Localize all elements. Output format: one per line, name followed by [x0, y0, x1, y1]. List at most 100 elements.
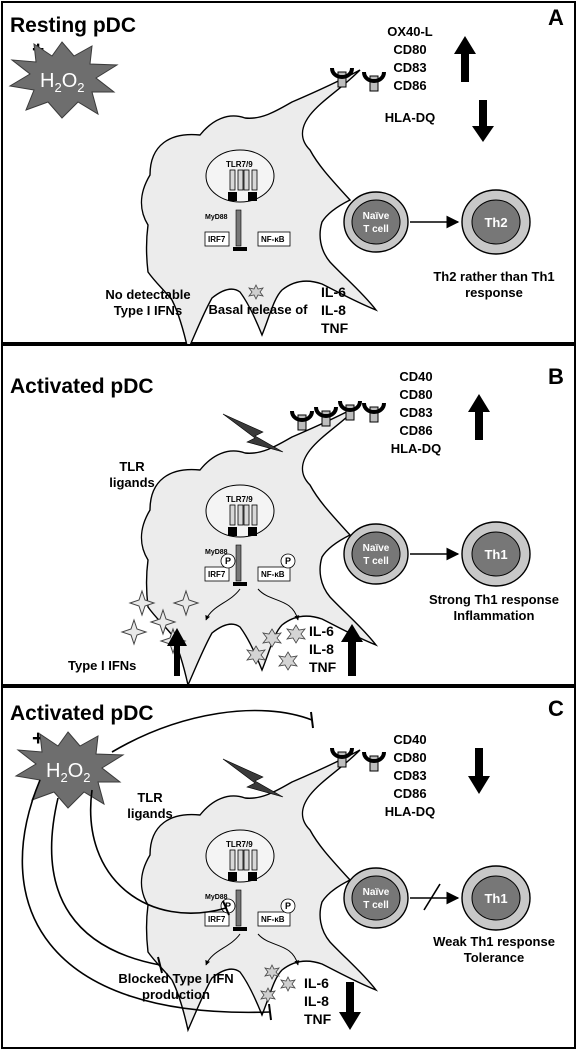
svg-text:P: P	[285, 556, 291, 566]
panel-b-title: Activated pDC	[10, 375, 154, 398]
marker-c-1: CD40	[393, 732, 426, 747]
up-arrow	[454, 36, 476, 82]
marker-up-3: CD83	[393, 60, 426, 75]
irf7-box	[204, 231, 230, 247]
response-a-1: Th2 rather than Th1	[433, 269, 554, 284]
svg-text:T cell: T cell	[363, 224, 389, 235]
cyt-b-1: IL-6	[309, 623, 334, 639]
svg-text:T cell: T cell	[363, 556, 389, 567]
tlr-ligands-b-2: ligands	[109, 475, 155, 490]
th1-cell-c: Th1	[461, 865, 531, 931]
panel-b: B Activated pDC TLR7/9 MyD88	[1, 344, 576, 686]
panel-a: A Resting pDC + H2O2 TLR7/9 MyD88 IRF7 N…	[1, 1, 576, 351]
marker-up-2: CD80	[393, 42, 426, 57]
ifn-a-1: No detectable	[105, 287, 190, 302]
panel-b-letter: B	[548, 364, 564, 389]
up-arrow	[468, 394, 490, 440]
cyt-a-3: TNF	[321, 320, 349, 336]
marker-b-3: CD83	[399, 405, 432, 420]
inhibit-markers	[111, 709, 313, 753]
svg-text:Th1: Th1	[484, 891, 507, 906]
response-c-1: Weak Th1 response	[433, 934, 555, 949]
marker-b-1: CD40	[399, 369, 432, 384]
panel-a-title: Resting pDC	[10, 14, 136, 37]
svg-text:TLR7/9: TLR7/9	[226, 495, 253, 504]
down-arrow	[468, 748, 490, 794]
marker-down-1: HLA-DQ	[385, 110, 436, 125]
response-b-2: Inflammation	[454, 608, 535, 623]
cytokine-down-arrow	[339, 982, 361, 1030]
marker-c-4: CD86	[393, 786, 426, 801]
inhibit-cytokines	[21, 779, 271, 1014]
naive-tcell-a: Naïve T cell	[343, 191, 409, 253]
basal-release: Basal release of	[208, 302, 308, 317]
nfkb-box	[257, 231, 291, 247]
svg-text:NF-κB: NF-κB	[261, 570, 285, 579]
svg-text:P: P	[225, 901, 231, 911]
ifn-c-2: production	[142, 987, 210, 1002]
svg-text:Naïve: Naïve	[363, 887, 390, 898]
svg-text:TLR7/9: TLR7/9	[226, 840, 253, 849]
cyt-c-2: IL-8	[304, 993, 329, 1009]
svg-text:IRF7: IRF7	[208, 570, 226, 579]
th2-cell: Th2	[461, 189, 531, 255]
cyt-b-2: IL-8	[309, 641, 334, 657]
marker-c-3: CD83	[393, 768, 426, 783]
naive-tcell-b: Naïve T cell	[343, 523, 409, 585]
marker-b-4: CD86	[399, 423, 432, 438]
cyt-b-3: TNF	[309, 659, 337, 675]
h2o2-burst-a: H2O2	[9, 41, 118, 119]
response-a-2: response	[465, 285, 523, 300]
blocked-slash	[423, 883, 441, 911]
svg-text:Naïve: Naïve	[363, 211, 390, 222]
svg-text:Th2: Th2	[484, 215, 507, 230]
receptor-label: TLR7/9	[226, 160, 253, 169]
ifn-a-2: Type I IFNs	[114, 303, 182, 318]
panel-c-letter: C	[548, 696, 564, 721]
tlr-ligands-c-2: ligands	[127, 806, 173, 821]
myd88	[235, 209, 242, 247]
response-c-2: Tolerance	[464, 950, 524, 965]
myd88-label: MyD88	[205, 214, 228, 221]
h2o2-burst-c: H2O2	[15, 731, 124, 809]
inhibit-ifn	[50, 797, 161, 966]
tlr-ligands-c-1: TLR	[137, 790, 163, 805]
cyt-c-1: IL-6	[304, 975, 329, 991]
svg-text:P: P	[225, 556, 231, 566]
marker-b-2: CD80	[399, 387, 432, 402]
ifn-up-arrow	[167, 628, 187, 676]
panel-c: C Activated pDC + H2O2	[1, 686, 576, 1049]
svg-text:Th1: Th1	[484, 547, 507, 562]
svg-text:IRF7: IRF7	[208, 235, 226, 244]
svg-text:T cell: T cell	[363, 900, 389, 911]
svg-text:IRF7: IRF7	[208, 915, 226, 924]
svg-text:H2O2: H2O2	[40, 70, 84, 95]
panel-c-title: Activated pDC	[10, 702, 154, 725]
marker-up-4: CD86	[393, 78, 426, 93]
marker-up-1: OX40-L	[387, 24, 433, 39]
tlr-ligands-b-1: TLR	[119, 459, 145, 474]
down-arrow	[472, 100, 494, 142]
ifn-b: Type I IFNs	[68, 658, 136, 673]
cytokine-up-arrow	[341, 624, 363, 676]
svg-text:NF-κB: NF-κB	[261, 915, 285, 924]
svg-text:P: P	[285, 901, 291, 911]
marker-c-5: HLA-DQ	[385, 804, 436, 819]
cyt-a-1: IL-6	[321, 284, 346, 300]
svg-text:MyD88: MyD88	[205, 549, 228, 556]
svg-text:MyD88: MyD88	[205, 894, 228, 901]
inhibit-signaling	[89, 789, 227, 914]
naive-tcell-c: Naïve T cell	[343, 867, 409, 929]
svg-text:H2O2: H2O2	[46, 760, 90, 785]
cyt-a-2: IL-8	[321, 302, 346, 318]
svg-text:Naïve: Naïve	[363, 543, 390, 554]
ifn-c-1: Blocked Type I IFN	[118, 971, 233, 986]
marker-c-2: CD80	[393, 750, 426, 765]
svg-text:NF-κB: NF-κB	[261, 235, 285, 244]
marker-b-5: HLA-DQ	[391, 441, 442, 456]
cyt-c-3: TNF	[304, 1011, 332, 1027]
response-b-1: Strong Th1 response	[429, 592, 559, 607]
th1-cell-b: Th1	[461, 521, 531, 587]
panel-a-letter: A	[548, 5, 564, 30]
